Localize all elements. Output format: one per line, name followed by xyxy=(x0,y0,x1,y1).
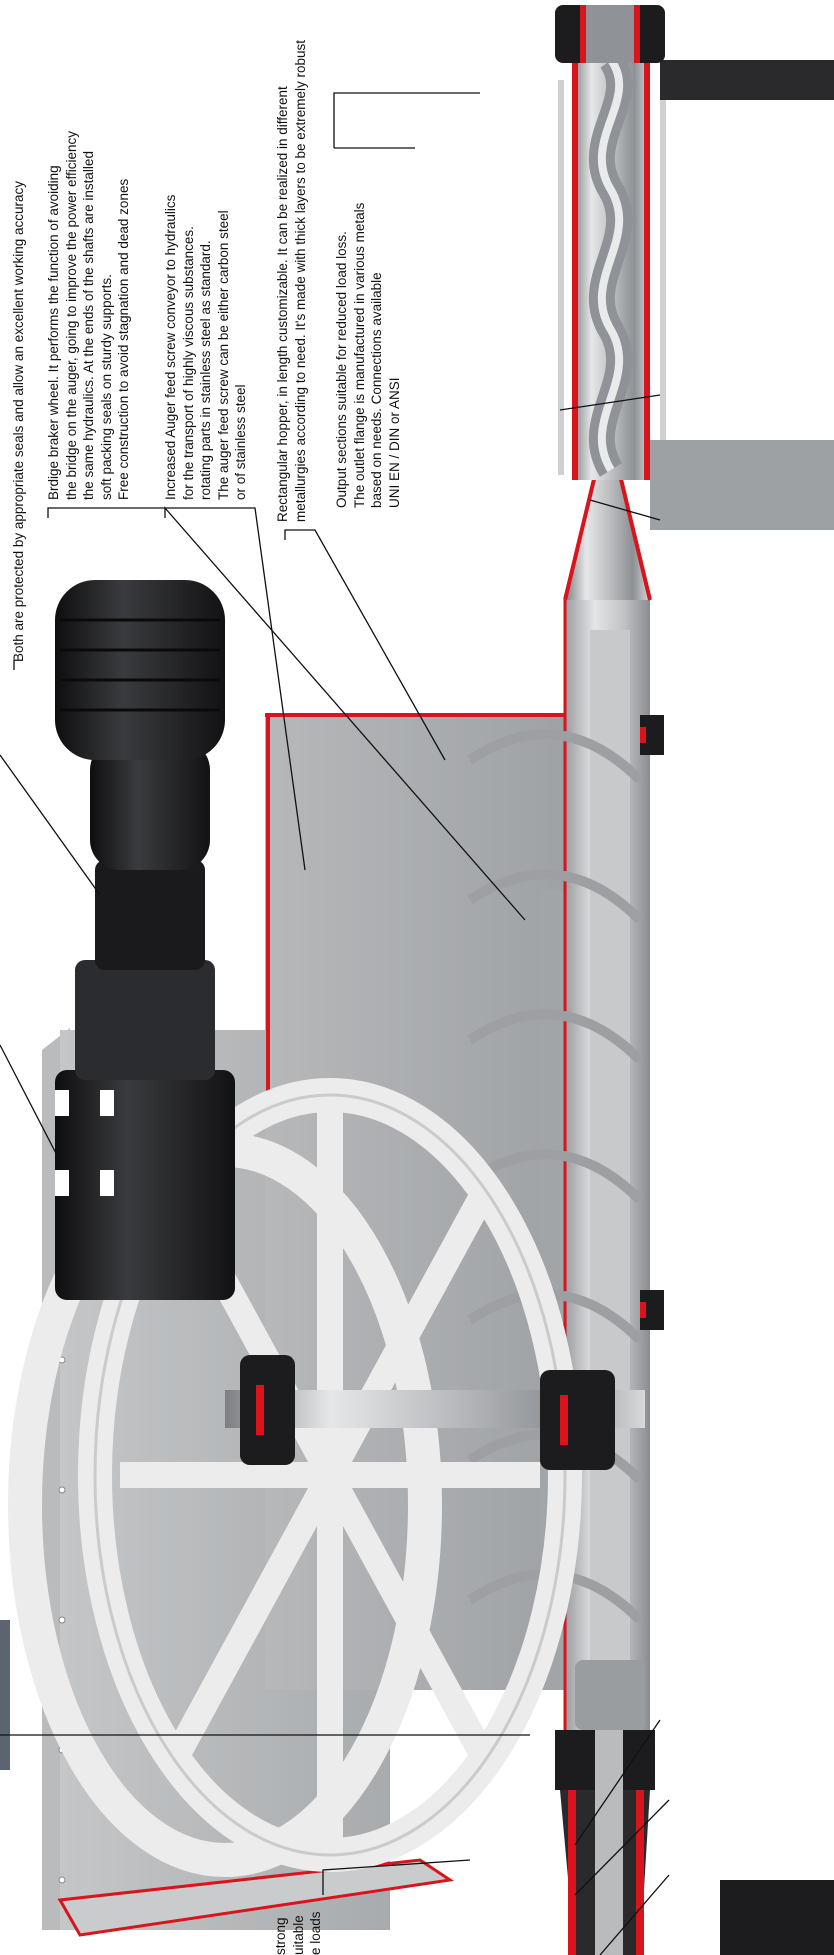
callout-hopper-line-2: metallurgies according to need. It's mad… xyxy=(292,39,308,522)
hopper-bottom-lip xyxy=(57,1858,455,1937)
callout-bridge-line-4: soft packing seals on sturdy supports. xyxy=(98,274,114,500)
wheel-spokes xyxy=(120,1100,540,1850)
callout-auger-line-4: The auger feed screw can be either carbo… xyxy=(215,210,231,500)
motor-terminal-box xyxy=(90,740,210,870)
leader-lines xyxy=(0,92,670,1955)
callout-auger-line-3: rotating parts in stainless steel as sta… xyxy=(198,240,213,500)
shaft-bearing-right xyxy=(540,1370,615,1470)
gearbox xyxy=(55,1070,235,1300)
callout-auger-line-1: Increased Auger feed screw conveyor to h… xyxy=(163,194,178,500)
callout-hopper-line-1: Rectangular hopper, in length customizab… xyxy=(275,86,290,522)
callout-bridge-line-3: the same hydraulics. At the ends of the … xyxy=(81,151,96,500)
callout-output: Output sections suitable for reduced loa… xyxy=(333,203,403,508)
callout-seals: Both are protected by appropriate seals … xyxy=(10,181,28,662)
callout-output-line-2: The outlet flange is manufactured in var… xyxy=(351,202,367,508)
conical-transition xyxy=(565,475,650,600)
shaft-coupling xyxy=(575,1660,645,1730)
shaft-bearing-left xyxy=(240,1355,295,1465)
outlet-flange xyxy=(555,5,665,63)
callout-output-line-1: Output sections suitable for reduced loa… xyxy=(334,231,349,508)
callout-output-line-4: UNI EN / DIN or ANSI xyxy=(386,377,402,508)
tie-rod xyxy=(660,80,666,475)
callout-bearing-line-3: e loads xyxy=(308,1911,323,1955)
motor-body xyxy=(55,580,225,760)
callout-seals-line-1: Both are protected by appropriate seals … xyxy=(11,180,26,662)
tie-rod xyxy=(558,80,564,475)
support-bracket xyxy=(650,440,834,530)
callout-bridge-breaker: Brdige braker wheel. It performs the fun… xyxy=(45,131,133,500)
callout-bridge-line-5: Free construction to avoid stagnation an… xyxy=(116,178,131,500)
top-bracket xyxy=(660,60,834,100)
callout-auger-line-2: for the transport of highly viscous subs… xyxy=(180,226,196,500)
photo-inset xyxy=(0,1620,10,1770)
callout-bridge-line-2: the bridge on the auger, going to improv… xyxy=(63,131,79,500)
drive-end-housing xyxy=(555,1730,834,1955)
callout-auger-line-5: or of stainless steel xyxy=(233,384,248,500)
callout-bearing-line-2: uitable xyxy=(290,1915,306,1955)
callout-bearing-partial: strong uitable e loads xyxy=(272,1911,325,1955)
callout-auger: Increased Auger feed screw conveyor to h… xyxy=(162,195,250,500)
callout-hopper: Rectangular hopper, in length customizab… xyxy=(274,40,309,522)
callout-bridge-line-1: Brdige braker wheel. It performs the fun… xyxy=(46,165,61,500)
callout-bearing-line-1: strong xyxy=(273,1917,288,1955)
gear-motor xyxy=(55,580,235,1300)
callout-output-line-3: based on needs. Connections available xyxy=(369,272,384,508)
